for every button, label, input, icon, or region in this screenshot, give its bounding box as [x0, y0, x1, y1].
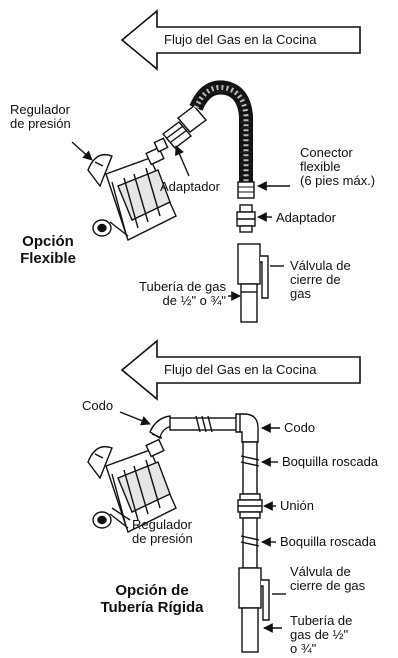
adapter-left-pointer: [175, 145, 190, 177]
adapter-right-label: Adaptador: [276, 210, 336, 225]
shutoff-valve-rigid: [238, 567, 270, 653]
option-rigid-title-2: Tubería Rígida: [100, 599, 204, 616]
flow-label-top: Flujo del Gas en la Cocina: [164, 32, 317, 47]
nipple-label-1: Boquilla roscada: [282, 454, 379, 469]
vertical-nipple-1: [240, 441, 260, 495]
horizontal-nipple: [169, 415, 239, 433]
regulator-label-top-1: Regulador: [10, 102, 70, 117]
regulator-label-bottom-1: Regulador: [132, 517, 192, 532]
nipple-label-2: Boquilla roscada: [280, 534, 377, 549]
flexible-connector-hose: [189, 80, 255, 199]
valve-flex-label-2: cierre de: [290, 272, 341, 287]
adapter-right: [236, 204, 256, 233]
elbow-left-label: Codo: [82, 398, 114, 413]
elbow-right-label: Codo: [284, 420, 316, 435]
pipe-flex-label-2: de ½" o ¾": [162, 293, 226, 308]
flow-arrow-top: [120, 9, 361, 71]
option-flexible-title-1: Opción: [22, 233, 74, 250]
pressure-regulator-bottom: [87, 438, 177, 533]
elbow-left-pointer: [119, 411, 151, 426]
adapter-left-label: Adaptador: [160, 179, 220, 194]
pressure-regulator-top: [87, 137, 177, 241]
option-flexible-title-2: Flexible: [20, 250, 76, 267]
connector-label-3: (6 pies máx.): [300, 173, 376, 188]
valve-rigid-label-2: cierre de gas: [290, 578, 366, 593]
pipe-rigid-label-2: gas de ½": [290, 627, 349, 642]
elbow-right: [235, 413, 259, 443]
vertical-nipple-2: [240, 517, 260, 569]
pipe-rigid-label-3: o ¾": [290, 641, 317, 656]
regulator-label-bottom-2: de presión: [132, 531, 193, 546]
regulator-pointer-top: [71, 141, 93, 161]
adapter-left: [161, 105, 208, 149]
shutoff-valve-flex: [237, 243, 269, 323]
pipe-flex-label-1: Tubería de gas: [139, 279, 226, 294]
option-rigid-title-1: Opción de: [115, 582, 189, 599]
union-fitting: [237, 493, 263, 519]
valve-flex-label-1: Válvula de: [290, 258, 351, 273]
valve-flex-label-3: gas: [290, 286, 311, 301]
connector-label-1: Conector: [300, 145, 353, 160]
regulator-pointer-bottom: [111, 507, 131, 521]
elbow-left: [149, 415, 173, 440]
union-label: Unión: [280, 498, 314, 513]
valve-rigid-label-1: Válvula de: [290, 564, 351, 579]
connector-label-2: flexible: [300, 159, 341, 174]
pipe-rigid-label-1: Tubería de: [290, 613, 353, 628]
flow-arrow-bottom: [120, 339, 361, 401]
flow-label-bottom: Flujo del Gas en la Cocina: [164, 362, 317, 377]
regulator-label-top-2: de presión: [10, 116, 71, 131]
